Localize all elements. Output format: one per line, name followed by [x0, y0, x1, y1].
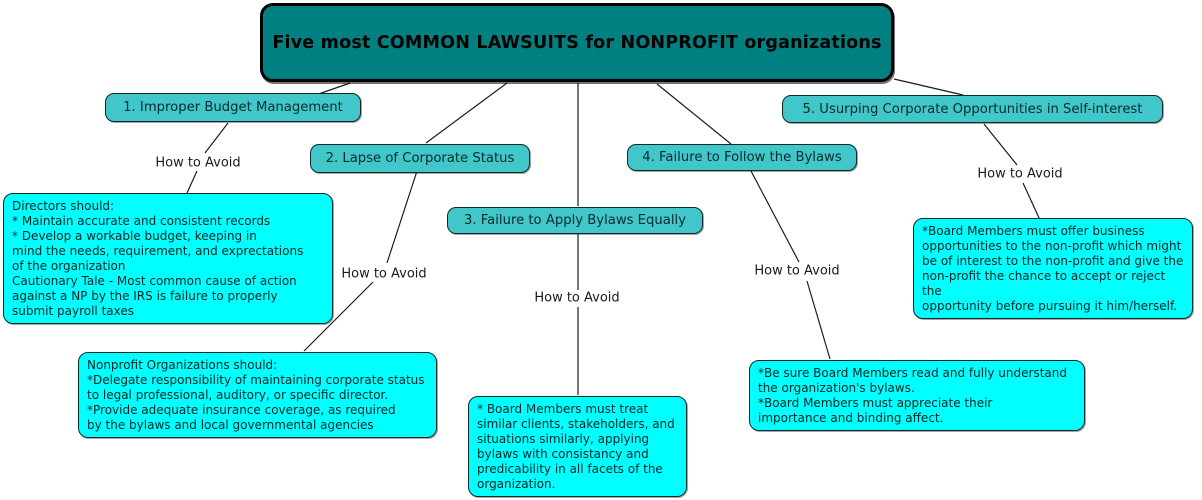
- branch-label: 3. Failure to Apply Bylaws Equally: [464, 213, 686, 228]
- connector-avoid-to-detail-5: [1022, 182, 1041, 221]
- branch-label: 2. Lapse of Corporate Status: [325, 151, 515, 166]
- connector-main-to-branch-2: [425, 82, 508, 144]
- connector-branch-5-to-avoid: [983, 123, 1018, 166]
- connector-main-to-branch-5: [893, 78, 964, 96]
- connector-main-to-branch-4: [656, 83, 732, 145]
- branch-label: 4. Failure to Follow the Bylaws: [642, 150, 842, 165]
- branch-node-failure-to-apply-bylaws-equally[interactable]: 3. Failure to Apply Bylaws Equally: [447, 207, 703, 234]
- connector-avoid-to-detail-1: [186, 170, 198, 194]
- branch-node-lapse-of-corporate-status[interactable]: 2. Lapse of Corporate Status: [310, 144, 530, 173]
- detail-node-failure-to-apply-bylaws-equally[interactable]: * Board Members must treat similar clien…: [468, 396, 687, 497]
- detail-node-usurping-corporate-opportunities[interactable]: *Board Members must offer business oppor…: [913, 218, 1193, 319]
- linking-phrase-how-to-avoid-1[interactable]: How to Avoid: [155, 155, 241, 171]
- connector-branch-1-to-avoid: [204, 122, 229, 154]
- branch-node-improper-budget-management[interactable]: 1. Improper Budget Management: [105, 93, 361, 122]
- branch-node-usurping-corporate-opportunities[interactable]: 5. Usurping Corporate Opportunities in S…: [782, 95, 1163, 123]
- linking-phrase-how-to-avoid-4[interactable]: How to Avoid: [754, 263, 840, 279]
- main-topic-title: Five most COMMON LAWSUITS for NONPROFIT …: [272, 32, 882, 53]
- linking-phrase-how-to-avoid-5[interactable]: How to Avoid: [977, 166, 1063, 182]
- connector-avoid-to-detail-4: [806, 280, 831, 360]
- connector-branch-4-to-avoid: [750, 170, 800, 263]
- connector-branch-2-to-avoid: [386, 170, 418, 264]
- branch-node-failure-to-follow-bylaws[interactable]: 4. Failure to Follow the Bylaws: [627, 144, 857, 171]
- linking-phrase-how-to-avoid-2[interactable]: How to Avoid: [341, 266, 427, 282]
- branch-label: 1. Improper Budget Management: [123, 100, 343, 115]
- connector-avoid-to-detail-2: [303, 281, 374, 352]
- detail-node-lapse-of-corporate-status[interactable]: Nonprofit Organizations should: *Delegat…: [78, 352, 437, 438]
- detail-node-improper-budget-management[interactable]: Directors should: * Maintain accurate an…: [3, 193, 333, 324]
- branch-label: 5. Usurping Corporate Opportunities in S…: [802, 101, 1143, 117]
- detail-node-failure-to-follow-bylaws[interactable]: *Be sure Board Members read and fully un…: [749, 360, 1085, 431]
- main-topic-node[interactable]: Five most COMMON LAWSUITS for NONPROFIT …: [260, 3, 894, 82]
- linking-phrase-how-to-avoid-3[interactable]: How to Avoid: [534, 290, 620, 306]
